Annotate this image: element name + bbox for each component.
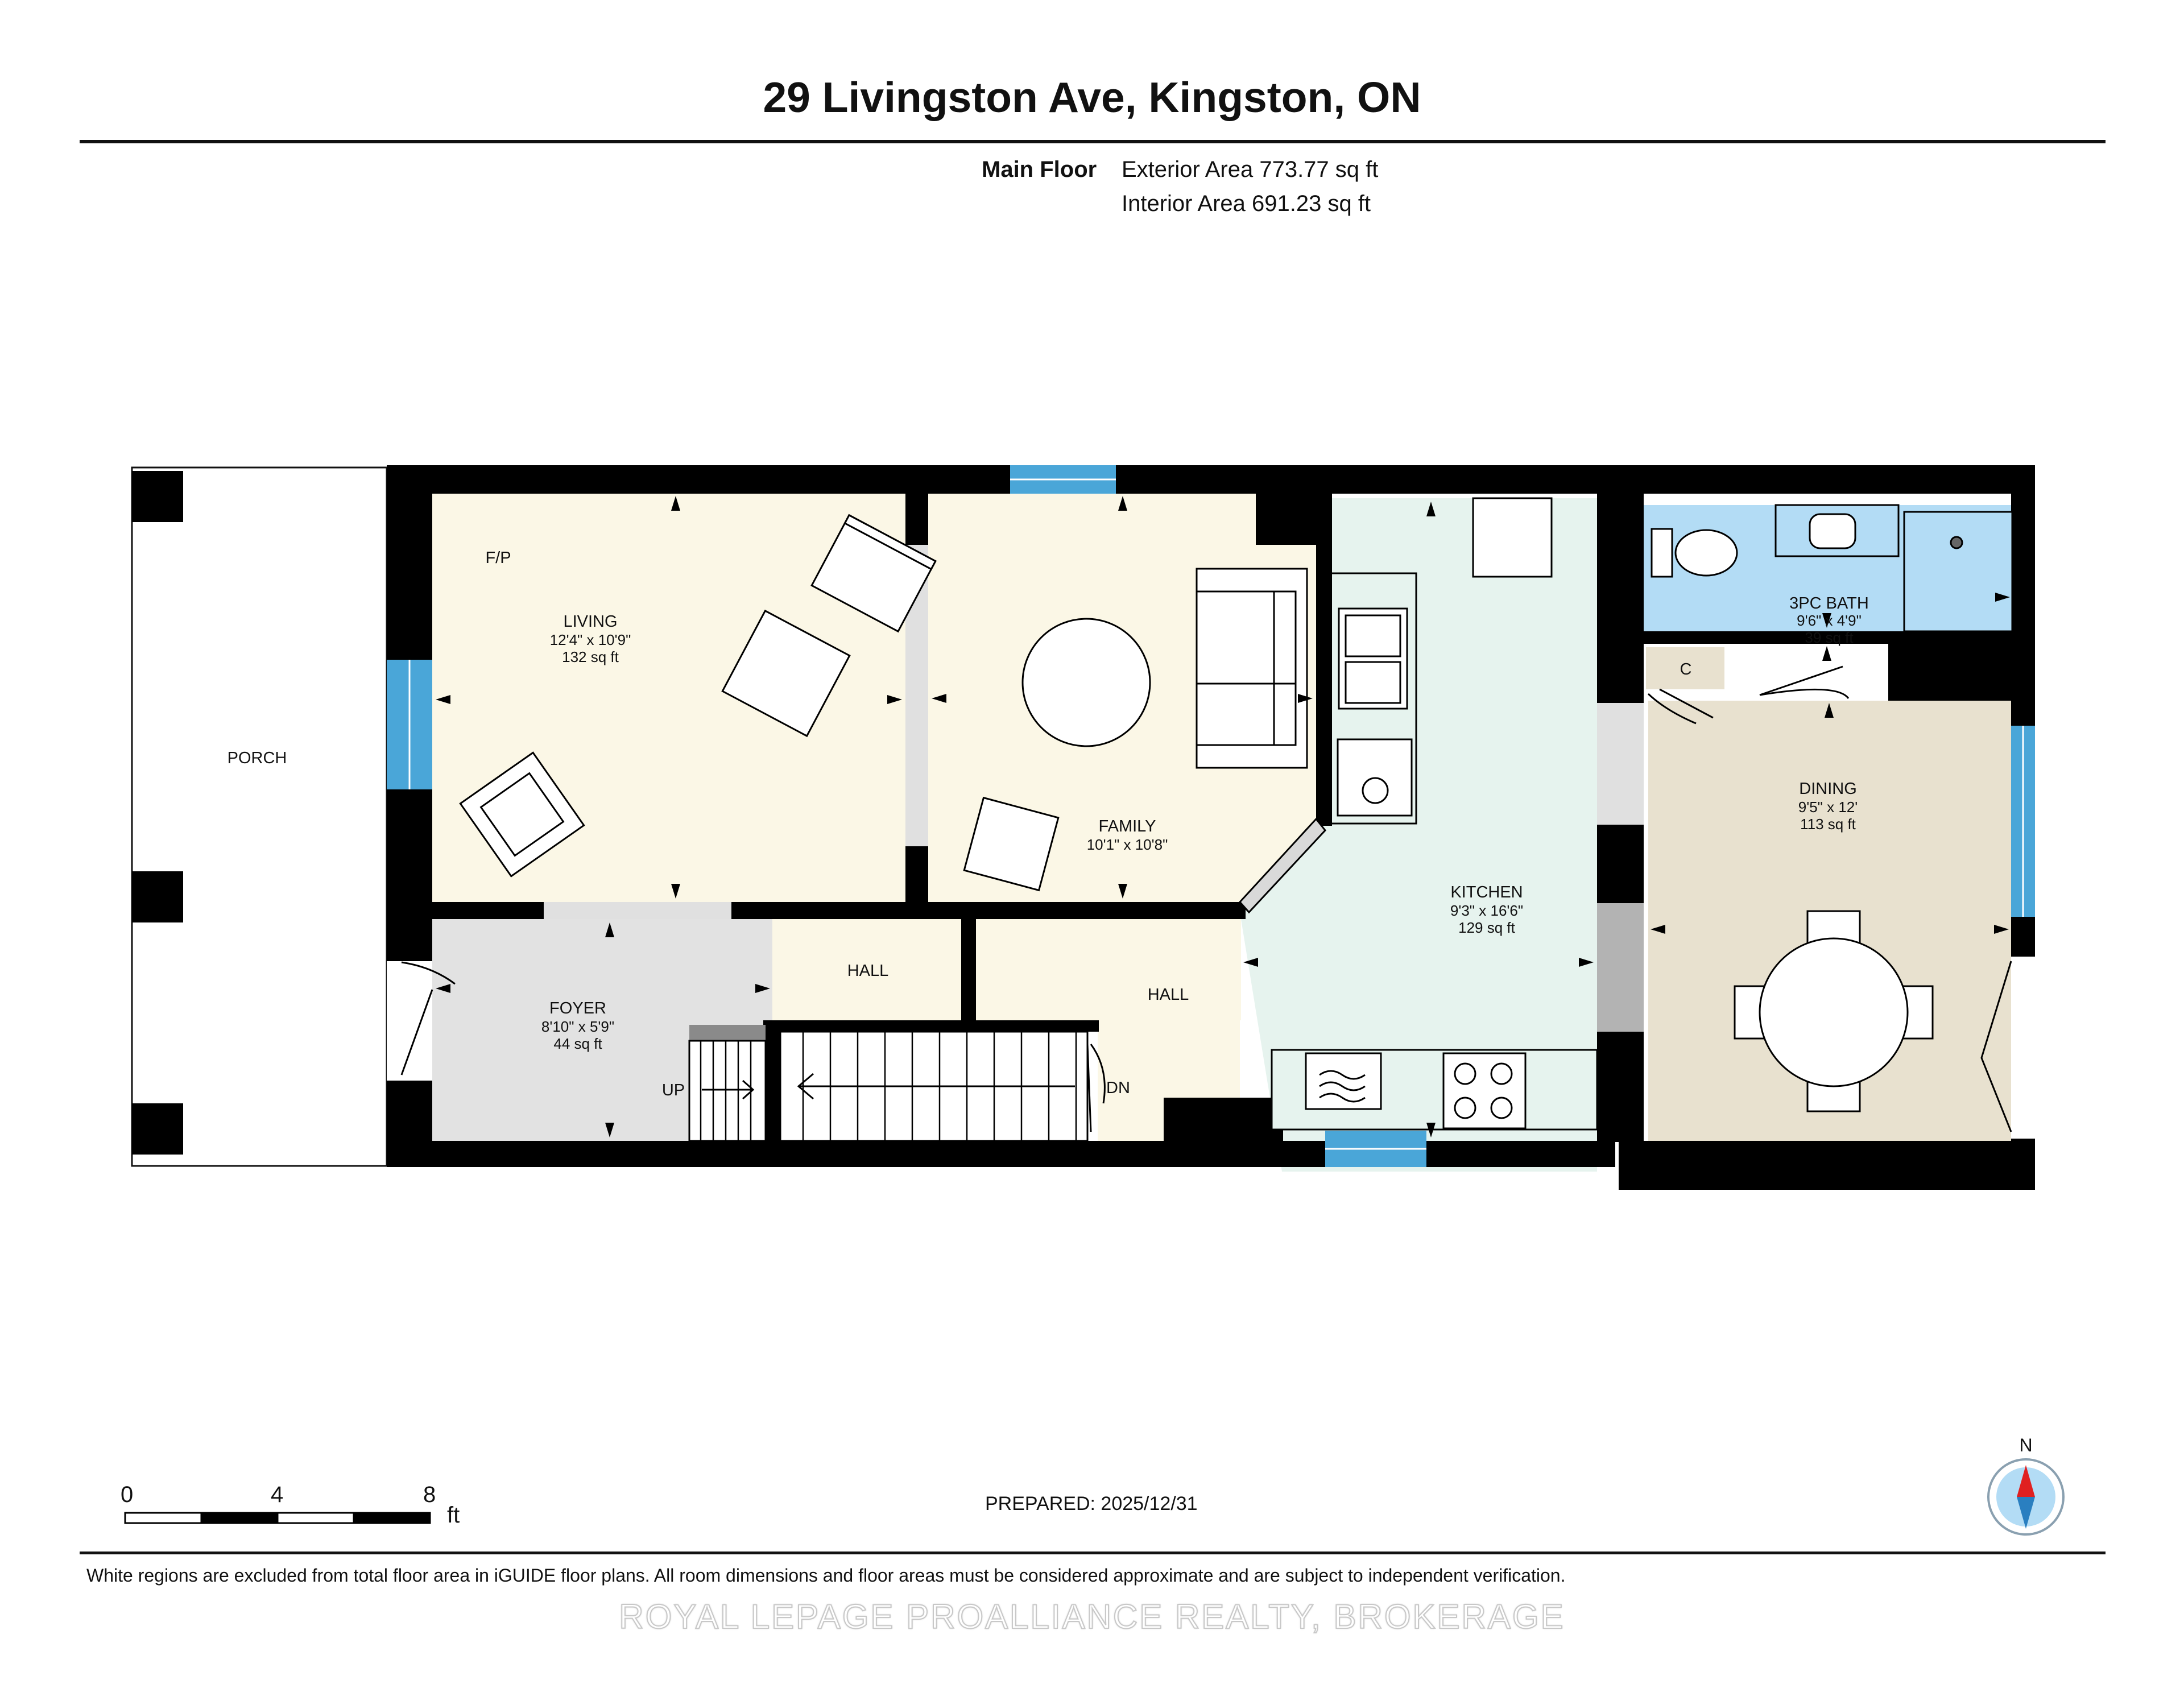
hall2-floor [976, 919, 1241, 1020]
kitchen-area: 129 sq ft [1458, 919, 1516, 936]
porch-post [132, 871, 183, 922]
foyer-dims: 8'10" x 5'9" [541, 1018, 614, 1035]
scale-bar [124, 1512, 431, 1524]
hall1-floor [772, 919, 961, 1020]
foyer-area: 44 sq ft [553, 1035, 602, 1052]
plan-title: 29 Livingston Ave, Kingston, ON [763, 73, 1421, 121]
porch-post [132, 471, 183, 522]
scale-tick-0: 0 [121, 1482, 134, 1507]
family-label: FAMILY [1099, 817, 1156, 835]
bath-fixtures [1651, 504, 2013, 632]
kitchen-dims: 9'3" x 16'6" [1450, 902, 1523, 919]
stairs-down-label: DN [1106, 1079, 1130, 1097]
kitchen-fixtures [1271, 497, 1598, 1131]
closet-label: C [1680, 660, 1692, 678]
header-rule [80, 140, 2106, 143]
family-dims: 10'1" x 10'8" [1087, 836, 1168, 853]
living-dims: 12'4" x 10'9" [550, 631, 631, 648]
compass-icon [1987, 1458, 2065, 1536]
stairs-up [688, 1025, 767, 1142]
foyer-label: FOYER [549, 999, 606, 1017]
bath-label: 3PC BATH [1789, 594, 1869, 613]
interior-area: Interior Area 691.23 sq ft [1122, 191, 1371, 216]
dimension-arrows [436, 496, 2010, 1160]
kitchen-label: KITCHEN [1450, 883, 1523, 901]
dining-dims: 9'5" x 12' [1798, 799, 1858, 816]
stairs-up-label: UP [662, 1081, 685, 1099]
closet-floor [1646, 647, 1724, 689]
disclaimer: White regions are excluded from total fl… [86, 1565, 1566, 1586]
porch-area [131, 466, 388, 1167]
porch-label: PORCH [228, 749, 287, 767]
opening-kitchen-dining-2 [1597, 903, 1644, 1032]
fireplace-label: F/P [485, 549, 511, 567]
window-mullions [408, 478, 2024, 1150]
scale-tick-4: 4 [271, 1482, 284, 1507]
hall-label: HALL [1148, 986, 1189, 1004]
brokerage-watermark: ROYAL LEPAGE PROALLIANCE REALTY, BROKERA… [618, 1597, 1565, 1636]
prepared-date: PREPARED: 2025/12/31 [985, 1493, 1198, 1515]
scale-tick-8: 8 [423, 1482, 436, 1507]
living-area: 132 sq ft [562, 648, 619, 665]
dining-furniture [1734, 910, 1934, 1112]
floor-name: Main Floor [982, 157, 1097, 182]
family-angled-wall [1238, 817, 1326, 914]
hall-label: HALL [847, 962, 889, 980]
footer-rule [80, 1552, 2106, 1554]
bath-dims: 9'6" x 4'9" [1797, 612, 1862, 629]
exterior-area: Exterior Area 773.77 sq ft [1122, 157, 1379, 182]
kitchen-floor [1240, 498, 1597, 1172]
porch-post [132, 1103, 183, 1155]
opening-kitchen-dining [1597, 703, 1644, 825]
stairs-down [779, 1031, 1089, 1142]
opening-living-foyer [544, 902, 731, 919]
living-furniture [459, 514, 937, 878]
family-furniture [963, 568, 1308, 892]
scale-unit: ft [447, 1503, 460, 1528]
dining-label: DINING [1799, 780, 1857, 798]
bath-area: 39 sq ft [1805, 629, 1854, 646]
porch-door-opening [387, 961, 432, 1081]
living-label: LIVING [563, 613, 617, 631]
dining-side-door-opening [2011, 957, 2035, 1139]
dining-area: 113 sq ft [1800, 816, 1856, 833]
compass-north-label: N [2019, 1435, 2032, 1455]
